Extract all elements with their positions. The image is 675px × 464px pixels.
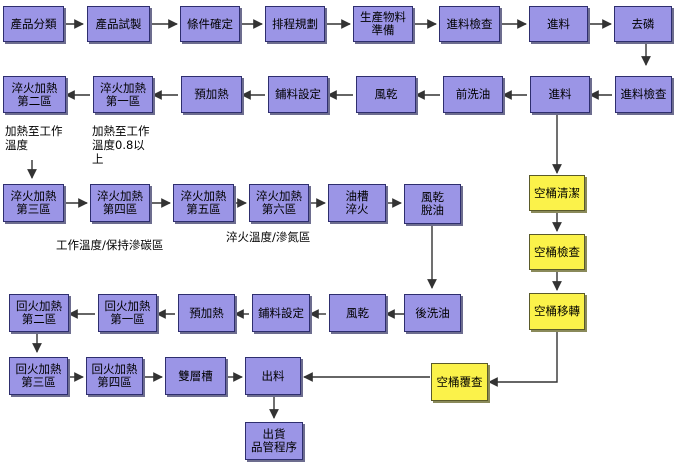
note-heat-to-08-working-temp: 加熱至工作 溫度0.8以 上	[92, 124, 150, 166]
step-temper-heat-zone1: 回火加熱 第一區	[98, 294, 157, 332]
step-double-tank: 雙層槽	[165, 357, 226, 395]
step-schedule-planning: 排程規劃	[265, 6, 325, 42]
step-incoming-inspection: 進料檢查	[439, 6, 500, 42]
step-condition-confirm: 條件確定	[180, 6, 240, 42]
step-quench-heat-zone6: 淬火加熱 第六區	[249, 184, 309, 222]
note-nitriding-zone: 淬火溫度/滲氮區	[226, 230, 311, 244]
step-quench-heat-zone3: 淬火加熱 第三區	[3, 184, 64, 222]
step-quench-heat-zone1: 淬火加熱 第一區	[93, 76, 153, 113]
note-heat-to-working-temp: 加熱至工作 溫度	[5, 124, 63, 152]
step-incoming-material-2: 進料	[530, 76, 590, 113]
step-product-trial: 產品試製	[87, 6, 150, 42]
step-preheat-2: 預加熱	[178, 294, 235, 332]
step-bin-transfer: 空桶移轉	[529, 293, 585, 330]
step-discharge: 出料	[245, 357, 301, 395]
step-quench-heat-zone4: 淬火加熱 第四區	[90, 184, 150, 222]
note-carburizing-zone: 工作溫度/保持滲碳區	[56, 238, 164, 252]
step-bin-recheck: 空桶覆查	[431, 363, 488, 401]
step-post-wash: 後洗油	[404, 294, 461, 332]
step-pre-wash: 前洗油	[443, 76, 503, 113]
step-preheat: 預加熱	[181, 76, 242, 113]
step-temper-heat-zone4: 回火加熱 第四區	[86, 357, 143, 395]
step-quench-heat-zone2: 淬火加熱 第二區	[3, 76, 66, 113]
step-incoming-material: 進料	[529, 6, 588, 42]
step-product-classification: 產品分類	[3, 6, 64, 42]
step-layout-setting: 鋪料設定	[268, 76, 328, 113]
step-bin-inspection: 空桶檢查	[529, 234, 585, 270]
step-material-prep: 生產物料 準備	[353, 6, 413, 42]
step-shipping-qc: 出貨 品管程序	[245, 422, 303, 460]
arrow	[488, 330, 558, 387]
step-bin-cleaning: 空桶清潔	[529, 175, 585, 211]
step-layout-setting-2: 鋪料設定	[252, 294, 310, 332]
step-temper-heat-zone2: 回火加熱 第二區	[9, 294, 69, 332]
step-incoming-inspection-2: 進料檢查	[615, 76, 672, 113]
step-air-dry: 風乾	[356, 76, 416, 113]
step-oil-quench: 油槽 淬火	[328, 184, 386, 222]
step-quench-heat-zone5: 淬火加熱 第五區	[173, 184, 234, 222]
step-air-dry-2: 風乾	[329, 294, 386, 332]
step-temper-heat-zone3: 回火加熱 第三區	[9, 357, 68, 395]
step-dephosphorization: 去磷	[614, 6, 672, 42]
step-air-dry-deoil: 風乾 脫油	[404, 184, 461, 224]
